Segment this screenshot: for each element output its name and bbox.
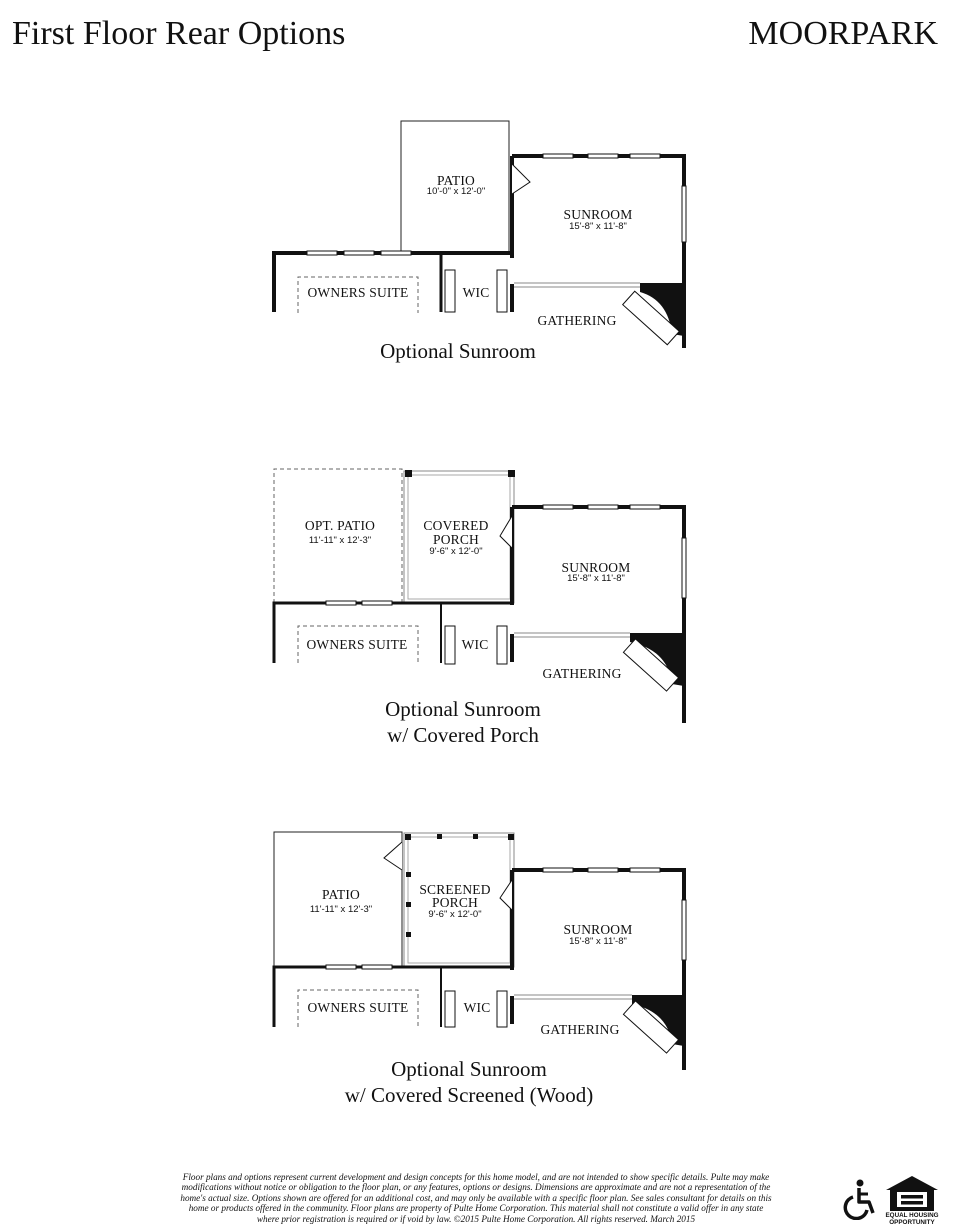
plan-optional-sunroom: PATIO 10'-0" x 12'-0" SUNROOM 15'-8" x 1…: [0, 0, 960, 380]
plan-sunroom-screened-porch: PATIO 11'-11" x 12'-3" SCREENED PORCH 9'…: [0, 800, 960, 1110]
floor-plan-drawing: [272, 120, 687, 348]
room-dim-sunroom: 15'-8" x 11'-8": [569, 936, 627, 947]
equal-housing-text: EQUAL HOUSING OPPORTUNITY: [876, 1212, 948, 1226]
room-dim-covered-porch: 9'-6" x 12'-0": [429, 546, 483, 557]
plan-caption-line-1: Optional Sunroom: [391, 1057, 547, 1081]
room-dim-screened-porch: 9'-6" x 12'-0": [428, 909, 482, 920]
room-name-sunroom: SUNROOM: [563, 922, 633, 937]
disclaimer-line: home's actual size. Options shown are of…: [180, 1192, 772, 1203]
room-name-sunroom: SUNROOM: [561, 560, 631, 575]
room-name-owners-suite: OWNERS SUITE: [307, 1000, 409, 1015]
disclaimer-line: where prior registration is required or …: [256, 1213, 696, 1224]
room-dim-opt-patio: 11'-11" x 12'-3": [308, 535, 372, 546]
brand-name: MOORPARK: [748, 15, 938, 52]
room-name-wic: WIC: [463, 1000, 491, 1015]
room-name-owners-suite: OWNERS SUITE: [307, 285, 409, 300]
page-title: First Floor Rear Options: [12, 15, 346, 52]
room-name-sunroom: SUNROOM: [563, 207, 633, 222]
room-name-patio: PATIO: [321, 887, 361, 902]
room-name-screened-porch-1: SCREENED: [419, 882, 491, 897]
room-dim-patio: 11'-11" x 12'-3": [309, 904, 373, 915]
room-name-patio: PATIO: [436, 173, 476, 188]
room-name-gathering: GATHERING: [540, 1022, 620, 1037]
floor-plan-drawing: [272, 468, 687, 723]
plan-caption-line-2: w/ Covered Porch: [387, 723, 539, 747]
disclaimer-line: modifications without notice or obligati…: [181, 1182, 771, 1193]
room-dim-sunroom: 15'-8" x 11'-8": [567, 573, 625, 584]
plan-sunroom-covered-porch: OPT. PATIO 11'-11" x 12'-3" COVERED PORC…: [0, 440, 960, 760]
room-name-wic: WIC: [462, 285, 490, 300]
room-name-covered-porch-1: COVERED: [423, 518, 489, 533]
equal-housing-text-line: OPPORTUNITY: [889, 1219, 935, 1226]
room-name-screened-porch-2: PORCH: [431, 895, 479, 910]
equal-housing-text-line: EQUAL HOUSING: [885, 1212, 939, 1219]
plan-caption-line-2: w/ Covered Screened (Wood): [344, 1083, 594, 1107]
accessibility-icon: [843, 1179, 875, 1220]
floor-plan-drawing: [272, 831, 687, 1070]
room-name-wic: WIC: [461, 637, 489, 652]
room-name-covered-porch-2: PORCH: [432, 532, 480, 547]
room-name-owners-suite: OWNERS SUITE: [306, 637, 408, 652]
room-name-gathering: GATHERING: [537, 313, 617, 328]
room-dim-sunroom: 15'-8" x 11'-8": [569, 221, 627, 232]
disclaimer-line: Floor plans and options represent curren…: [182, 1172, 770, 1182]
room-dim-patio: 10'-0" x 12'-0": [426, 186, 486, 197]
room-name-gathering: GATHERING: [542, 666, 622, 681]
equal-housing-house-icon: [886, 1176, 938, 1211]
disclaimer-line: home or products offered in the communit…: [188, 1203, 764, 1214]
plan-caption-line-1: Optional Sunroom: [385, 697, 541, 721]
room-name-opt-patio: OPT. PATIO: [304, 518, 376, 533]
legal-disclaimer: Floor plans and options represent curren…: [140, 1172, 812, 1224]
plan-caption: Optional Sunroom: [380, 339, 536, 363]
